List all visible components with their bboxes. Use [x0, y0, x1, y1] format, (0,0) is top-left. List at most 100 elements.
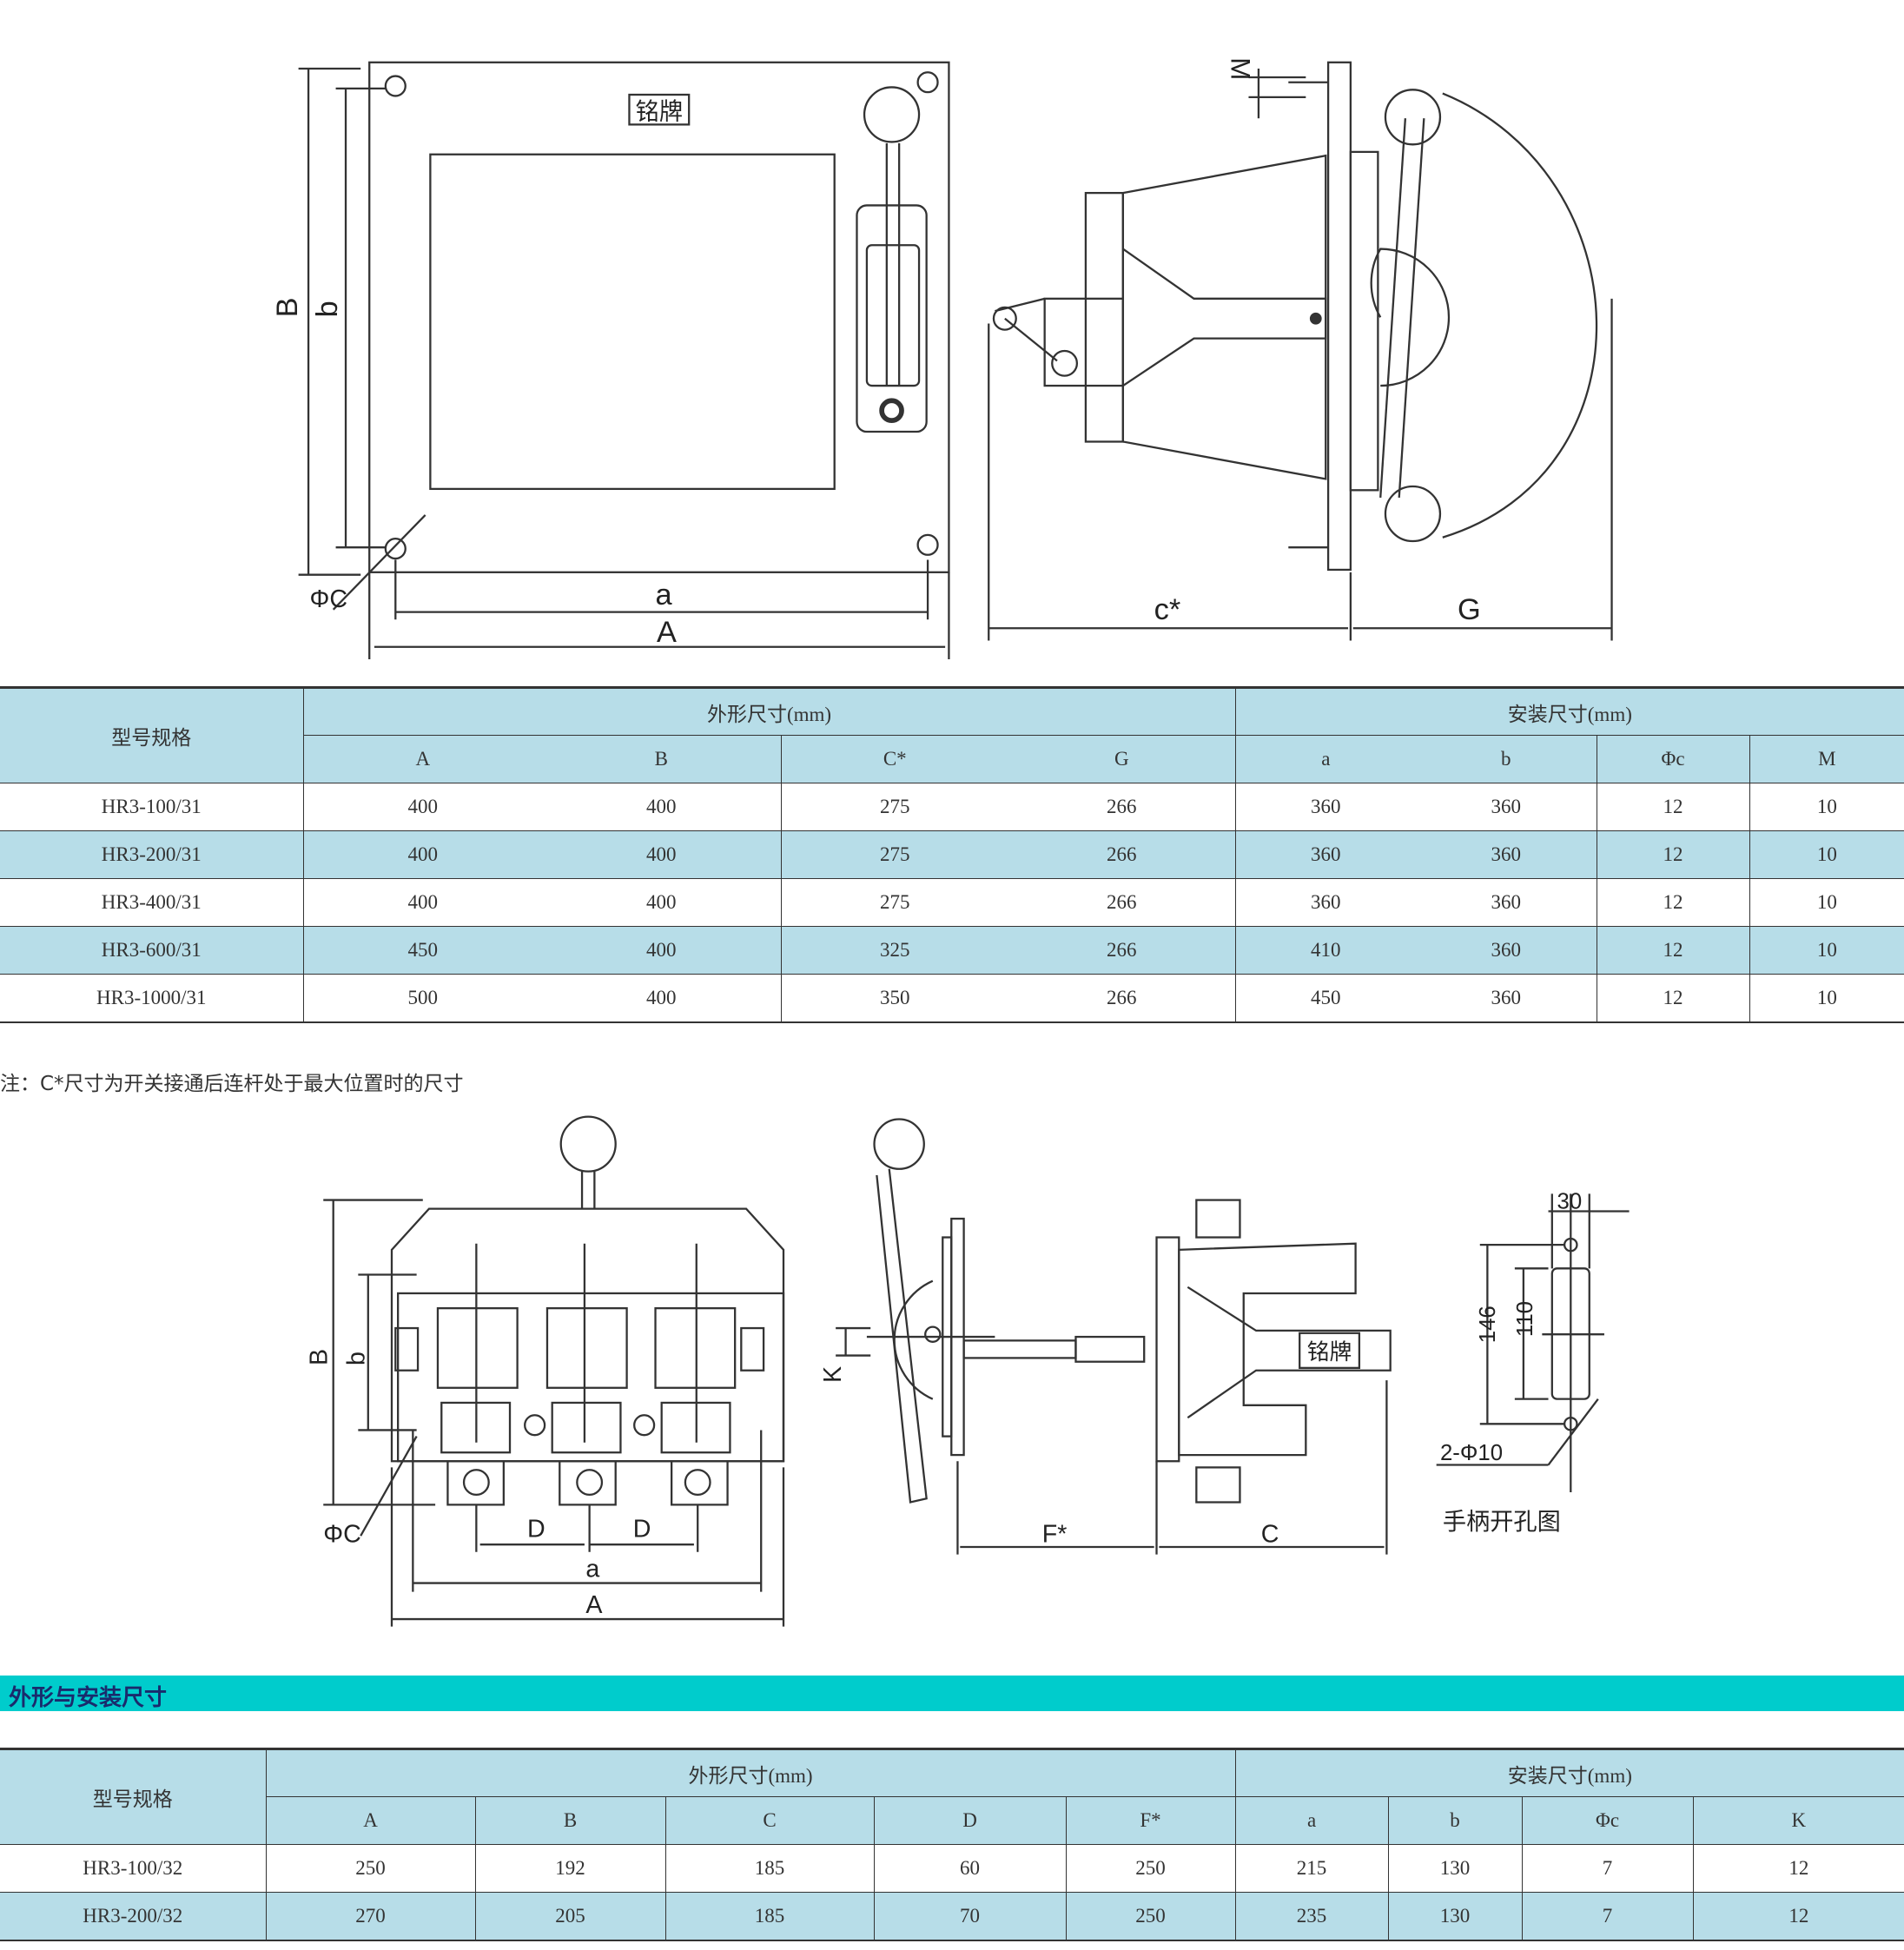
- handle-cutout-caption: 手柄开孔图: [1443, 1508, 1561, 1535]
- handle-cutout-view: 30 146 110 2-Φ10 手柄开孔图: [1436, 1190, 1630, 1535]
- value-cell: 266: [1008, 926, 1236, 975]
- value-cell: 70: [873, 1892, 1066, 1940]
- model-cell: HR3-600/31: [0, 926, 303, 975]
- front-view: 铭牌 B b ΦC a A: [271, 61, 950, 660]
- section-title: 外形与安装尺寸: [9, 1685, 168, 1711]
- value-cell: 185: [664, 1892, 874, 1940]
- value-cell: 250: [265, 1844, 475, 1893]
- nameplate-label: 铭牌: [1307, 1339, 1352, 1365]
- dim-a-label: a: [656, 578, 673, 611]
- value-cell: 10: [1749, 878, 1904, 927]
- value-cell: 12: [1596, 878, 1750, 927]
- outer-dimensions-header: 外形尺寸(mm): [265, 1748, 1236, 1797]
- install-dimensions-header: 安装尺寸(mm): [1234, 687, 1904, 736]
- col-header: M: [1749, 735, 1904, 783]
- install-dimensions-header: 安装尺寸(mm): [1234, 1748, 1904, 1797]
- value-cell: 350: [780, 974, 1008, 1022]
- holes-label: 2-Φ10: [1440, 1441, 1503, 1465]
- col-header: G: [1008, 735, 1236, 783]
- dim-phiC-label: ΦC: [323, 1520, 361, 1548]
- value-cell: 275: [780, 830, 1008, 879]
- value-cell: 266: [1008, 974, 1236, 1022]
- value-cell: 275: [780, 878, 1008, 927]
- col-header: B: [474, 1796, 665, 1845]
- col-header: Φc: [1596, 735, 1750, 783]
- value-cell: 192: [474, 1844, 665, 1893]
- value-cell: 400: [542, 878, 781, 927]
- col-header: F*: [1065, 1796, 1236, 1845]
- dim-110-label: 110: [1513, 1301, 1537, 1337]
- dim-F-star-label: F*: [1042, 1520, 1068, 1548]
- value-cell: 7: [1521, 1892, 1694, 1940]
- value-cell: 400: [542, 974, 781, 1022]
- dim-B-label: B: [271, 297, 304, 317]
- value-cell: 60: [873, 1844, 1066, 1893]
- value-cell: 275: [780, 783, 1008, 831]
- dim-a-label: a: [585, 1555, 599, 1583]
- value-cell: 266: [1008, 830, 1236, 879]
- dim-D-label: D: [527, 1516, 545, 1543]
- model-cell: HR3-100/31: [0, 783, 303, 831]
- col-header: b: [1387, 1796, 1523, 1845]
- value-cell: 360: [1416, 878, 1597, 927]
- value-cell: 10: [1749, 926, 1904, 975]
- col-header: D: [873, 1796, 1066, 1845]
- dim-c-star-label: c*: [1154, 593, 1181, 626]
- value-cell: 12: [1692, 1844, 1904, 1893]
- model-cell: HR3-100/32: [0, 1844, 266, 1893]
- dim-146-label: 146: [1476, 1306, 1500, 1343]
- col-header: Φc: [1521, 1796, 1694, 1845]
- value-cell: 400: [302, 878, 542, 927]
- value-cell: 450: [302, 926, 542, 975]
- value-cell: 130: [1387, 1844, 1523, 1893]
- value-cell: 400: [542, 830, 781, 879]
- col-header: a: [1234, 735, 1417, 783]
- col-header: C: [664, 1796, 874, 1845]
- model-cell: HR3-200/32: [0, 1892, 266, 1940]
- value-cell: 215: [1234, 1844, 1389, 1893]
- section-banner: 外形与安装尺寸: [0, 1676, 1904, 1711]
- value-cell: 130: [1387, 1892, 1523, 1940]
- value-cell: 250: [1065, 1844, 1236, 1893]
- dim-A-label: A: [585, 1591, 603, 1619]
- col-header: B: [542, 735, 781, 783]
- value-cell: 360: [1416, 926, 1597, 975]
- value-cell: 500: [302, 974, 542, 1022]
- value-cell: 360: [1416, 783, 1597, 831]
- value-cell: 360: [1234, 830, 1417, 879]
- value-cell: 410: [1234, 926, 1417, 975]
- value-cell: 400: [302, 783, 542, 831]
- value-cell: 185: [664, 1844, 874, 1893]
- col-header: K: [1692, 1796, 1904, 1845]
- model-cell: HR3-400/31: [0, 878, 303, 927]
- outer-dimensions-header: 外形尺寸(mm): [302, 687, 1236, 736]
- value-cell: 7: [1521, 1844, 1694, 1893]
- dim-b-label: b: [311, 301, 344, 317]
- col-header: A: [302, 735, 542, 783]
- col-header: b: [1416, 735, 1597, 783]
- value-cell: 360: [1234, 878, 1417, 927]
- model-header: 型号规格: [0, 1748, 266, 1845]
- value-cell: 450: [1234, 974, 1417, 1022]
- footnote: 注：C*尺寸为开关接通后连杆处于最大位置时的尺寸: [0, 1073, 464, 1095]
- value-cell: 12: [1596, 783, 1750, 831]
- value-cell: 10: [1749, 783, 1904, 831]
- value-cell: 266: [1008, 878, 1236, 927]
- switch-assembly-drawing: B b ΦC D D a A 铭牌 K F* C 30 14: [306, 1115, 1630, 1627]
- switch-side-view: 铭牌 K F* C: [819, 1118, 1392, 1555]
- model-cell: HR3-1000/31: [0, 974, 303, 1022]
- value-cell: 12: [1692, 1892, 1904, 1940]
- dimensions-table-hr3-31: 型号规格 外形尺寸(mm) 安装尺寸(mm) A B C* G a b Φc M…: [0, 686, 1904, 1023]
- dim-K-label: K: [819, 1366, 847, 1383]
- value-cell: 400: [542, 926, 781, 975]
- value-cell: 12: [1596, 830, 1750, 879]
- dim-C-label: C: [1261, 1520, 1279, 1548]
- value-cell: 205: [474, 1892, 665, 1940]
